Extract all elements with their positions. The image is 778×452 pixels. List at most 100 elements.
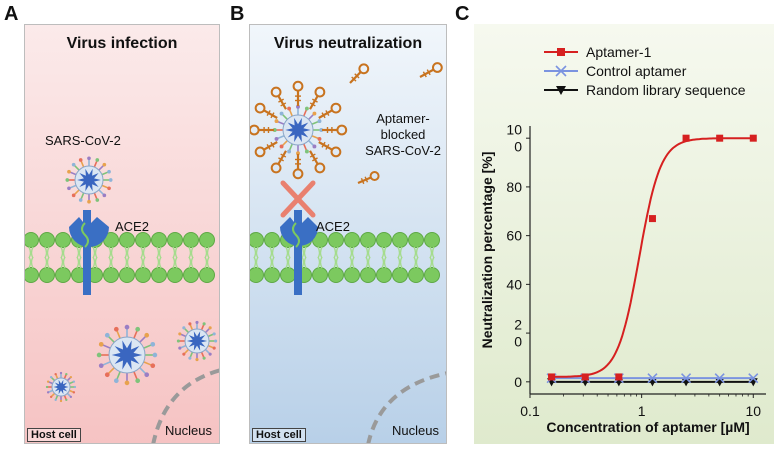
lipid-tail [285, 256, 289, 269]
spike-tip [135, 378, 141, 384]
y-tick-label: 2 [514, 317, 522, 333]
lipid-head [135, 232, 151, 248]
lipid-tail [381, 246, 385, 259]
spike-tip [202, 356, 206, 360]
spike-tip [279, 144, 284, 149]
spike-tip [304, 149, 309, 154]
data-point [548, 373, 556, 381]
lipid-tail [429, 256, 433, 269]
lipid-tail [28, 246, 32, 259]
spike-tip [317, 119, 322, 124]
spike-tip [208, 352, 212, 356]
ace2-receptor-icon [280, 210, 318, 295]
lipid-tail [78, 246, 82, 259]
lipid-head [119, 232, 135, 248]
data-point [556, 86, 566, 95]
lipid-head [376, 267, 392, 283]
lipid-tail [172, 256, 176, 269]
lipid-tail [76, 246, 80, 259]
y-tick-label: 80 [506, 179, 522, 195]
spike-tip [67, 186, 71, 191]
spike-tip [73, 385, 77, 389]
spike-tip [98, 341, 104, 347]
spike-tip [287, 106, 292, 111]
y-tick-label: 0 [514, 139, 522, 155]
aptamer-stem [277, 150, 287, 165]
spike-tip [95, 198, 100, 202]
lipid-tail [415, 256, 419, 269]
lipid-head [344, 267, 360, 283]
lipid-tail [30, 246, 34, 259]
aptamer-loop [369, 170, 380, 181]
blocked-virus-label-line-1: Aptamer- [376, 111, 430, 126]
aptamer-loop [330, 102, 342, 114]
lipid-tail [110, 256, 114, 269]
aptamer-stem [277, 95, 287, 110]
lipid-tail [108, 256, 112, 269]
panel-a-title: Virus infection [66, 35, 178, 52]
lipid-tail [142, 246, 146, 259]
lipid-tail [399, 246, 403, 259]
lipid-tail [335, 256, 339, 269]
lipid-tail [124, 246, 128, 259]
nucleus-outline [366, 371, 446, 443]
spike-tip [144, 372, 150, 378]
data-point [648, 215, 656, 223]
spike-tip [135, 326, 141, 332]
spike-tip [212, 346, 216, 350]
spike-tip [102, 193, 107, 198]
spike-tip [69, 395, 73, 399]
spike-tip [274, 136, 279, 141]
spike-tip [78, 158, 83, 162]
spike-tip [212, 332, 216, 336]
panel-a-illustration [25, 156, 219, 443]
lipid-tail [255, 246, 259, 259]
aptamer-loop [292, 168, 304, 180]
fit-curve [551, 137, 754, 378]
spike-tip [54, 398, 57, 402]
lipid-tail [319, 256, 323, 269]
aptamer-loop [358, 63, 370, 75]
lipid-head [167, 232, 183, 248]
lipid-head [264, 232, 280, 248]
spike-tip [96, 352, 102, 358]
spike-tip [65, 372, 68, 376]
x-tick-label: 10 [745, 403, 761, 419]
lipid-tail [30, 256, 34, 269]
lipid-tail [383, 256, 387, 269]
spike-tip [46, 391, 50, 394]
aptamer-loop [330, 146, 342, 158]
lipid-tail [397, 246, 401, 259]
lipid-head [376, 232, 392, 248]
lipid-head [408, 267, 424, 283]
nucleus-label: Nucleus [392, 423, 439, 438]
data-point [682, 134, 690, 142]
spike-tip [182, 352, 186, 356]
lipid-tail [76, 256, 80, 269]
spike-tip [144, 332, 150, 338]
spike-tip [195, 358, 199, 362]
aptamer-stem [309, 150, 319, 165]
spike-tip [104, 332, 110, 338]
aptamer-loop [292, 80, 304, 92]
lipid-tail [110, 246, 114, 259]
panel-b: Virus neutralization Aptamer- blocked SA… [249, 24, 447, 444]
lipid-tail [349, 246, 353, 259]
lipid-tail [158, 256, 162, 269]
legend-label: Aptamer-1 [586, 44, 652, 60]
lipid-tail [206, 246, 210, 259]
spike-tip [176, 339, 180, 343]
ace2-receptor-icon [69, 210, 109, 295]
lipid-tail [317, 246, 321, 259]
blocked-virus-label-line-2: blocked [380, 127, 426, 142]
spike-tip [71, 193, 76, 198]
aptamer-loop [254, 102, 266, 114]
spike-tip [54, 372, 57, 376]
lipid-tail [317, 256, 321, 269]
blocked-virus-label-line-3: SARS-CoV-2 [365, 143, 441, 158]
lipid-head [39, 267, 55, 283]
lipid-tail [383, 246, 387, 259]
aptamer-loop [270, 162, 282, 174]
lipid-tail [335, 246, 339, 259]
